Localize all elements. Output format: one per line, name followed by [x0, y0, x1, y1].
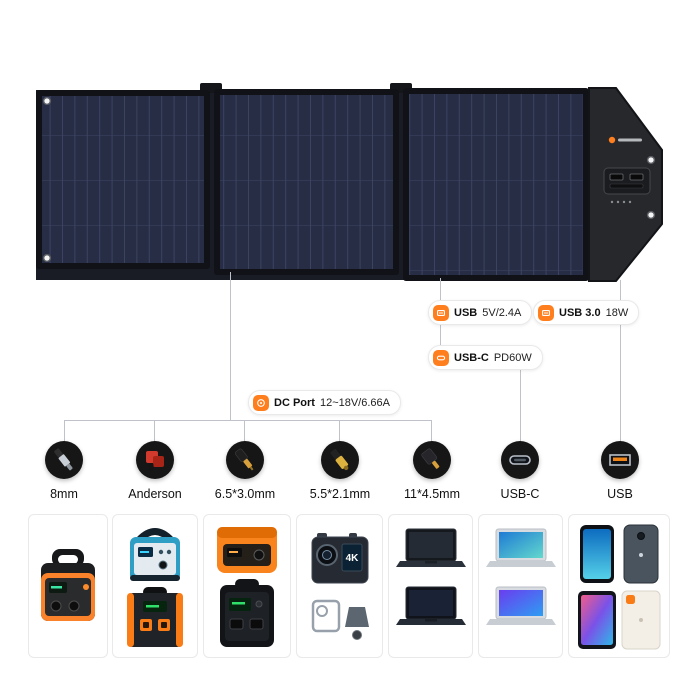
- power-station-orange-image: [41, 549, 95, 621]
- connector-label-usbc: USB-C: [500, 487, 540, 501]
- action-camera-image: 4K: [311, 533, 369, 640]
- badge-spec: 5V/2.4A: [482, 306, 522, 319]
- line-dc-drop-1: [64, 420, 65, 442]
- usb-port-icon: [609, 173, 624, 181]
- badge-label: DC Port: [274, 396, 315, 409]
- port-badge-usb3: USB 3.0 18W: [533, 300, 640, 325]
- device-group-7: [568, 514, 670, 658]
- connector-6530: [226, 441, 264, 479]
- power-stations-blue-black-image: [127, 528, 183, 647]
- camera-screen-label: 4K: [346, 553, 360, 564]
- anderson-plug-icon: [146, 451, 164, 471]
- connector-5521: [321, 441, 359, 479]
- solar-panel-section-3: [403, 88, 589, 281]
- badge-spec: 18W: [605, 306, 629, 319]
- panel-flap-controller: [588, 87, 663, 282]
- connector-8mm: [45, 441, 83, 479]
- connector-label-8mm: 8mm: [50, 487, 78, 501]
- badge-label: USB 3.0: [559, 306, 601, 319]
- line-dc-drop-3: [244, 420, 245, 442]
- solar-panel-section-1: [36, 90, 210, 269]
- connector-usb: [601, 441, 639, 479]
- port-badge-usbc: USB-C PD60W: [428, 345, 543, 370]
- device-group-5: [388, 514, 473, 658]
- line-dc-drop-5: [431, 420, 432, 442]
- connector-label-5521: 5.5*2.1mm: [309, 487, 371, 501]
- connector-usbc: [501, 441, 539, 479]
- usb-a-icon: [433, 304, 449, 321]
- connector-label-anderson: Anderson: [128, 487, 182, 501]
- usb-port-icon: [629, 173, 644, 181]
- rect-plug-1145-icon: [421, 448, 440, 469]
- power-stations-orange-black-image: [217, 527, 277, 647]
- badge-label: USB-C: [454, 351, 489, 364]
- device-group-1: [28, 514, 108, 658]
- connector-label-usb: USB: [607, 487, 633, 501]
- port-badge-dc: DC Port 12~18V/6.66A: [248, 390, 401, 415]
- brand-logo-icon: [608, 136, 616, 144]
- line-usbc-drop: [520, 367, 521, 442]
- badge-spec: PD60W: [493, 351, 532, 364]
- line-dc-drop-4: [339, 420, 340, 442]
- line-usb3-trunk: [620, 280, 621, 442]
- device-group-4: 4K: [296, 514, 383, 658]
- connector-1145: [413, 441, 451, 479]
- line-dc-trunk: [230, 272, 231, 420]
- dc-port-icon: [253, 394, 269, 411]
- usb-a-port-icon: [609, 454, 631, 466]
- line-dc-bus: [64, 420, 432, 421]
- laptops-dark-image: [396, 528, 466, 625]
- output-port-housing: [603, 167, 651, 195]
- barrel-plug-5521-icon: [330, 448, 349, 471]
- barrel-plug-6530-icon: [234, 448, 254, 471]
- laptops-silver-image: [486, 528, 556, 625]
- solar-panel-image: [36, 83, 663, 282]
- connector-label-1145: 11*4.5mm: [403, 487, 461, 501]
- 8mm-plug-icon: [54, 448, 73, 471]
- phones-tablets-image: [578, 524, 661, 650]
- solar-panel-section-2: [214, 89, 399, 275]
- usb-c-port-icon: [509, 455, 531, 465]
- connector-label-6530: 6.5*3.0mm: [214, 487, 276, 501]
- line-dc-drop-2: [154, 420, 155, 442]
- led-indicators: [610, 200, 632, 204]
- usb-a-icon: [538, 304, 554, 321]
- connector-anderson: [136, 441, 174, 479]
- badge-label: USB: [454, 306, 478, 319]
- grommet-holes: [42, 96, 656, 263]
- usb-c-icon: [433, 349, 449, 366]
- badge-spec: 12~18V/6.66A: [319, 396, 390, 409]
- port-badge-usb: USB 5V/2.4A: [428, 300, 533, 325]
- device-group-6: [478, 514, 563, 658]
- device-group-2: [112, 514, 198, 658]
- device-group-3: [203, 514, 291, 658]
